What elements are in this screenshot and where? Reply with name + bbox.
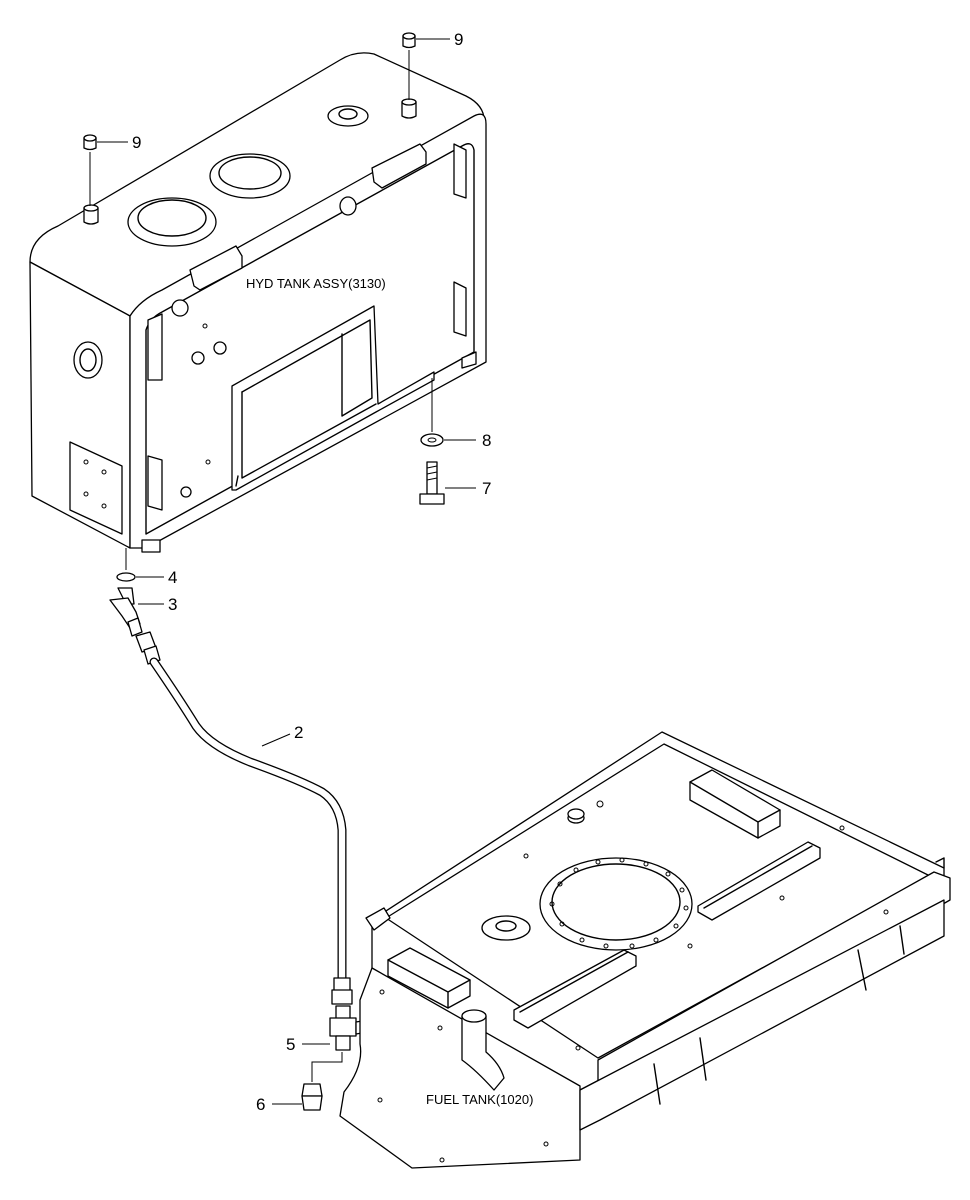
callout-9-left: 9 xyxy=(132,133,141,152)
hyd-tank-label: HYD TANK ASSY(3130) xyxy=(246,276,386,291)
part-7-bolt xyxy=(419,461,476,505)
part-9-cap-left xyxy=(83,134,128,206)
part-6-plug xyxy=(272,1083,323,1111)
callout-8: 8 xyxy=(482,431,491,450)
callout-5: 5 xyxy=(286,1035,295,1054)
part-2-hose xyxy=(135,631,353,1005)
callout-9-top: 9 xyxy=(454,30,463,49)
callout-2: 2 xyxy=(294,723,303,742)
callout-6: 6 xyxy=(256,1095,265,1114)
part-8-washer xyxy=(420,378,476,447)
part-3-elbow xyxy=(109,587,164,637)
part-4-oring xyxy=(116,548,164,582)
callout-3: 3 xyxy=(168,595,177,614)
fuel-tank-label: FUEL TANK(1020) xyxy=(426,1092,533,1107)
fuel-tank-assembly xyxy=(339,731,951,1169)
flange-bolt-holes xyxy=(549,857,689,949)
part-9-cap-top xyxy=(402,32,450,49)
hyd-tank-assembly xyxy=(29,52,487,553)
callout-4: 4 xyxy=(168,568,177,587)
callout-7: 7 xyxy=(482,479,491,498)
